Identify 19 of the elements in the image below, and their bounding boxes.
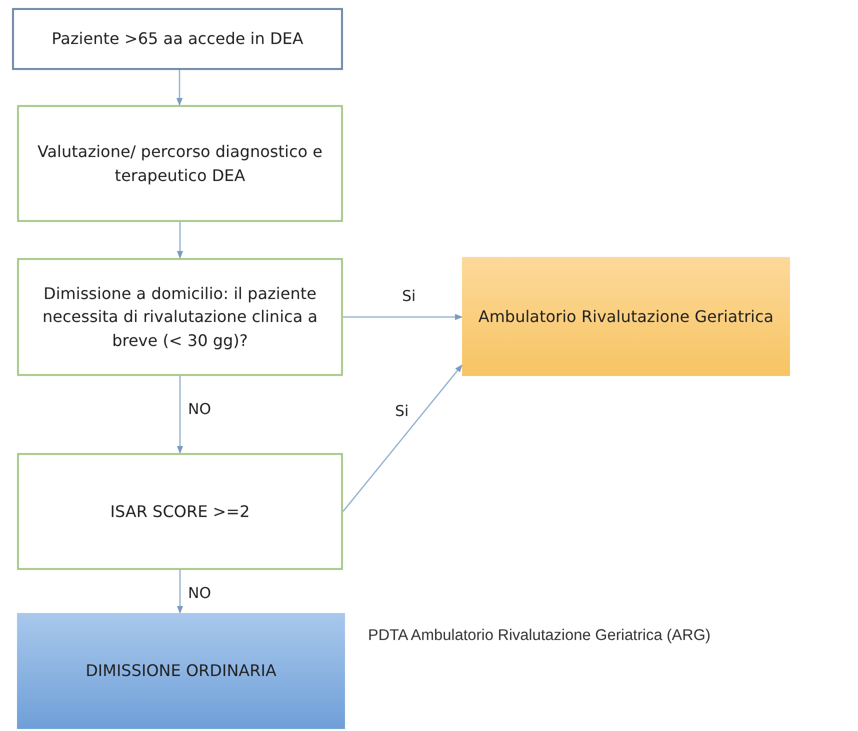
arrow (176, 570, 184, 614)
clinic-box (462, 257, 790, 376)
end-box (17, 613, 345, 729)
arrow (176, 376, 184, 454)
process-box (17, 105, 343, 222)
node-text: DIMISSIONE ORDINARIA (86, 660, 276, 682)
note-text: PDTA Ambulatorio Rivalutazione Geriatrica (ARG) (368, 627, 711, 645)
node-text: ISAR SCORE >=2 (110, 500, 250, 523)
node-text: Dimissione a domicilio: il paziente necessita di rivalutazione clinica a breve (< 30 gg)? (41, 283, 319, 352)
arrow (176, 222, 184, 259)
arrow (343, 314, 463, 320)
start-box (12, 8, 343, 70)
process-box (17, 453, 343, 570)
arrow (176, 70, 183, 106)
node-text: Valutazione/ percorso diagnostico e terapeutico DEA (36, 141, 324, 186)
process-box (17, 258, 343, 376)
arrow (342, 364, 462, 512)
node-text: Paziente >65 aa accede in DEA (52, 28, 304, 50)
node-text: Ambulatorio Rivalutazione Geriatrica (478, 306, 774, 328)
